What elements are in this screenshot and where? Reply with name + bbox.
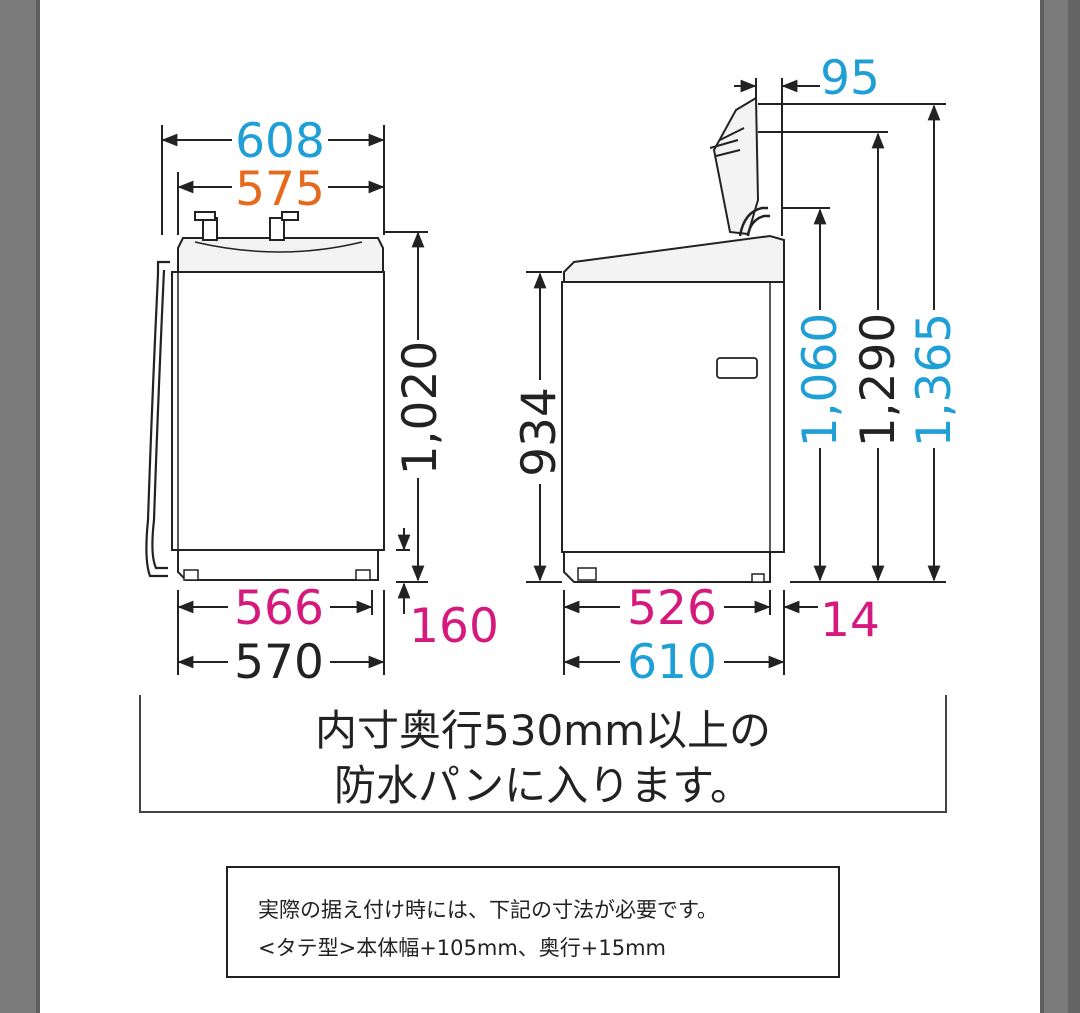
installation-note-box: 実際の据え付け時には、下記の寸法が必要です。 <タテ型>本体幅+105mm、奥行… (226, 866, 840, 978)
dim-height-1365: 1,365 (907, 313, 962, 448)
left-frame-shadow (36, 0, 40, 1013)
side-view-washer (561, 96, 785, 583)
dim-front-height-1020: 1,020 (393, 341, 448, 476)
dim-lid-offset-95: 95 (820, 51, 880, 106)
dim-front-width-575: 575 (235, 162, 325, 217)
notice-line-1: 内寸奥行530mm以上の (315, 706, 771, 755)
front-dimension-lines (161, 125, 428, 675)
dim-base-depth-526: 526 (627, 581, 717, 636)
front-view-washer (145, 211, 385, 581)
dim-base-width-566: 566 (234, 581, 324, 636)
installation-note-line-2: <タテ型>本体幅+105mm、奥行+15mm (258, 936, 667, 960)
left-frame (0, 0, 40, 1013)
notice-line-2: 防水パンに入ります。 (334, 761, 752, 810)
notice-bracket (139, 695, 947, 813)
dim-overall-width-570: 570 (234, 635, 324, 690)
dim-front-width-608: 608 (235, 114, 325, 169)
dimension-diagram: 608 575 1,020 566 570 160 (139, 51, 962, 813)
right-frame-shadow (1040, 0, 1044, 1013)
installation-note-line-1: 実際の据え付け時には、下記の寸法が必要です。 (258, 898, 718, 922)
right-frame-edge (1068, 0, 1080, 1013)
dim-foot-height-160: 160 (409, 599, 499, 654)
side-dimension-lines (526, 78, 946, 675)
dim-rear-offset-14: 14 (820, 593, 880, 648)
dim-height-1290: 1,290 (851, 313, 906, 448)
dim-side-height-934: 934 (512, 387, 567, 477)
dim-overall-depth-610: 610 (627, 635, 717, 690)
dim-height-1060: 1,060 (793, 313, 848, 448)
